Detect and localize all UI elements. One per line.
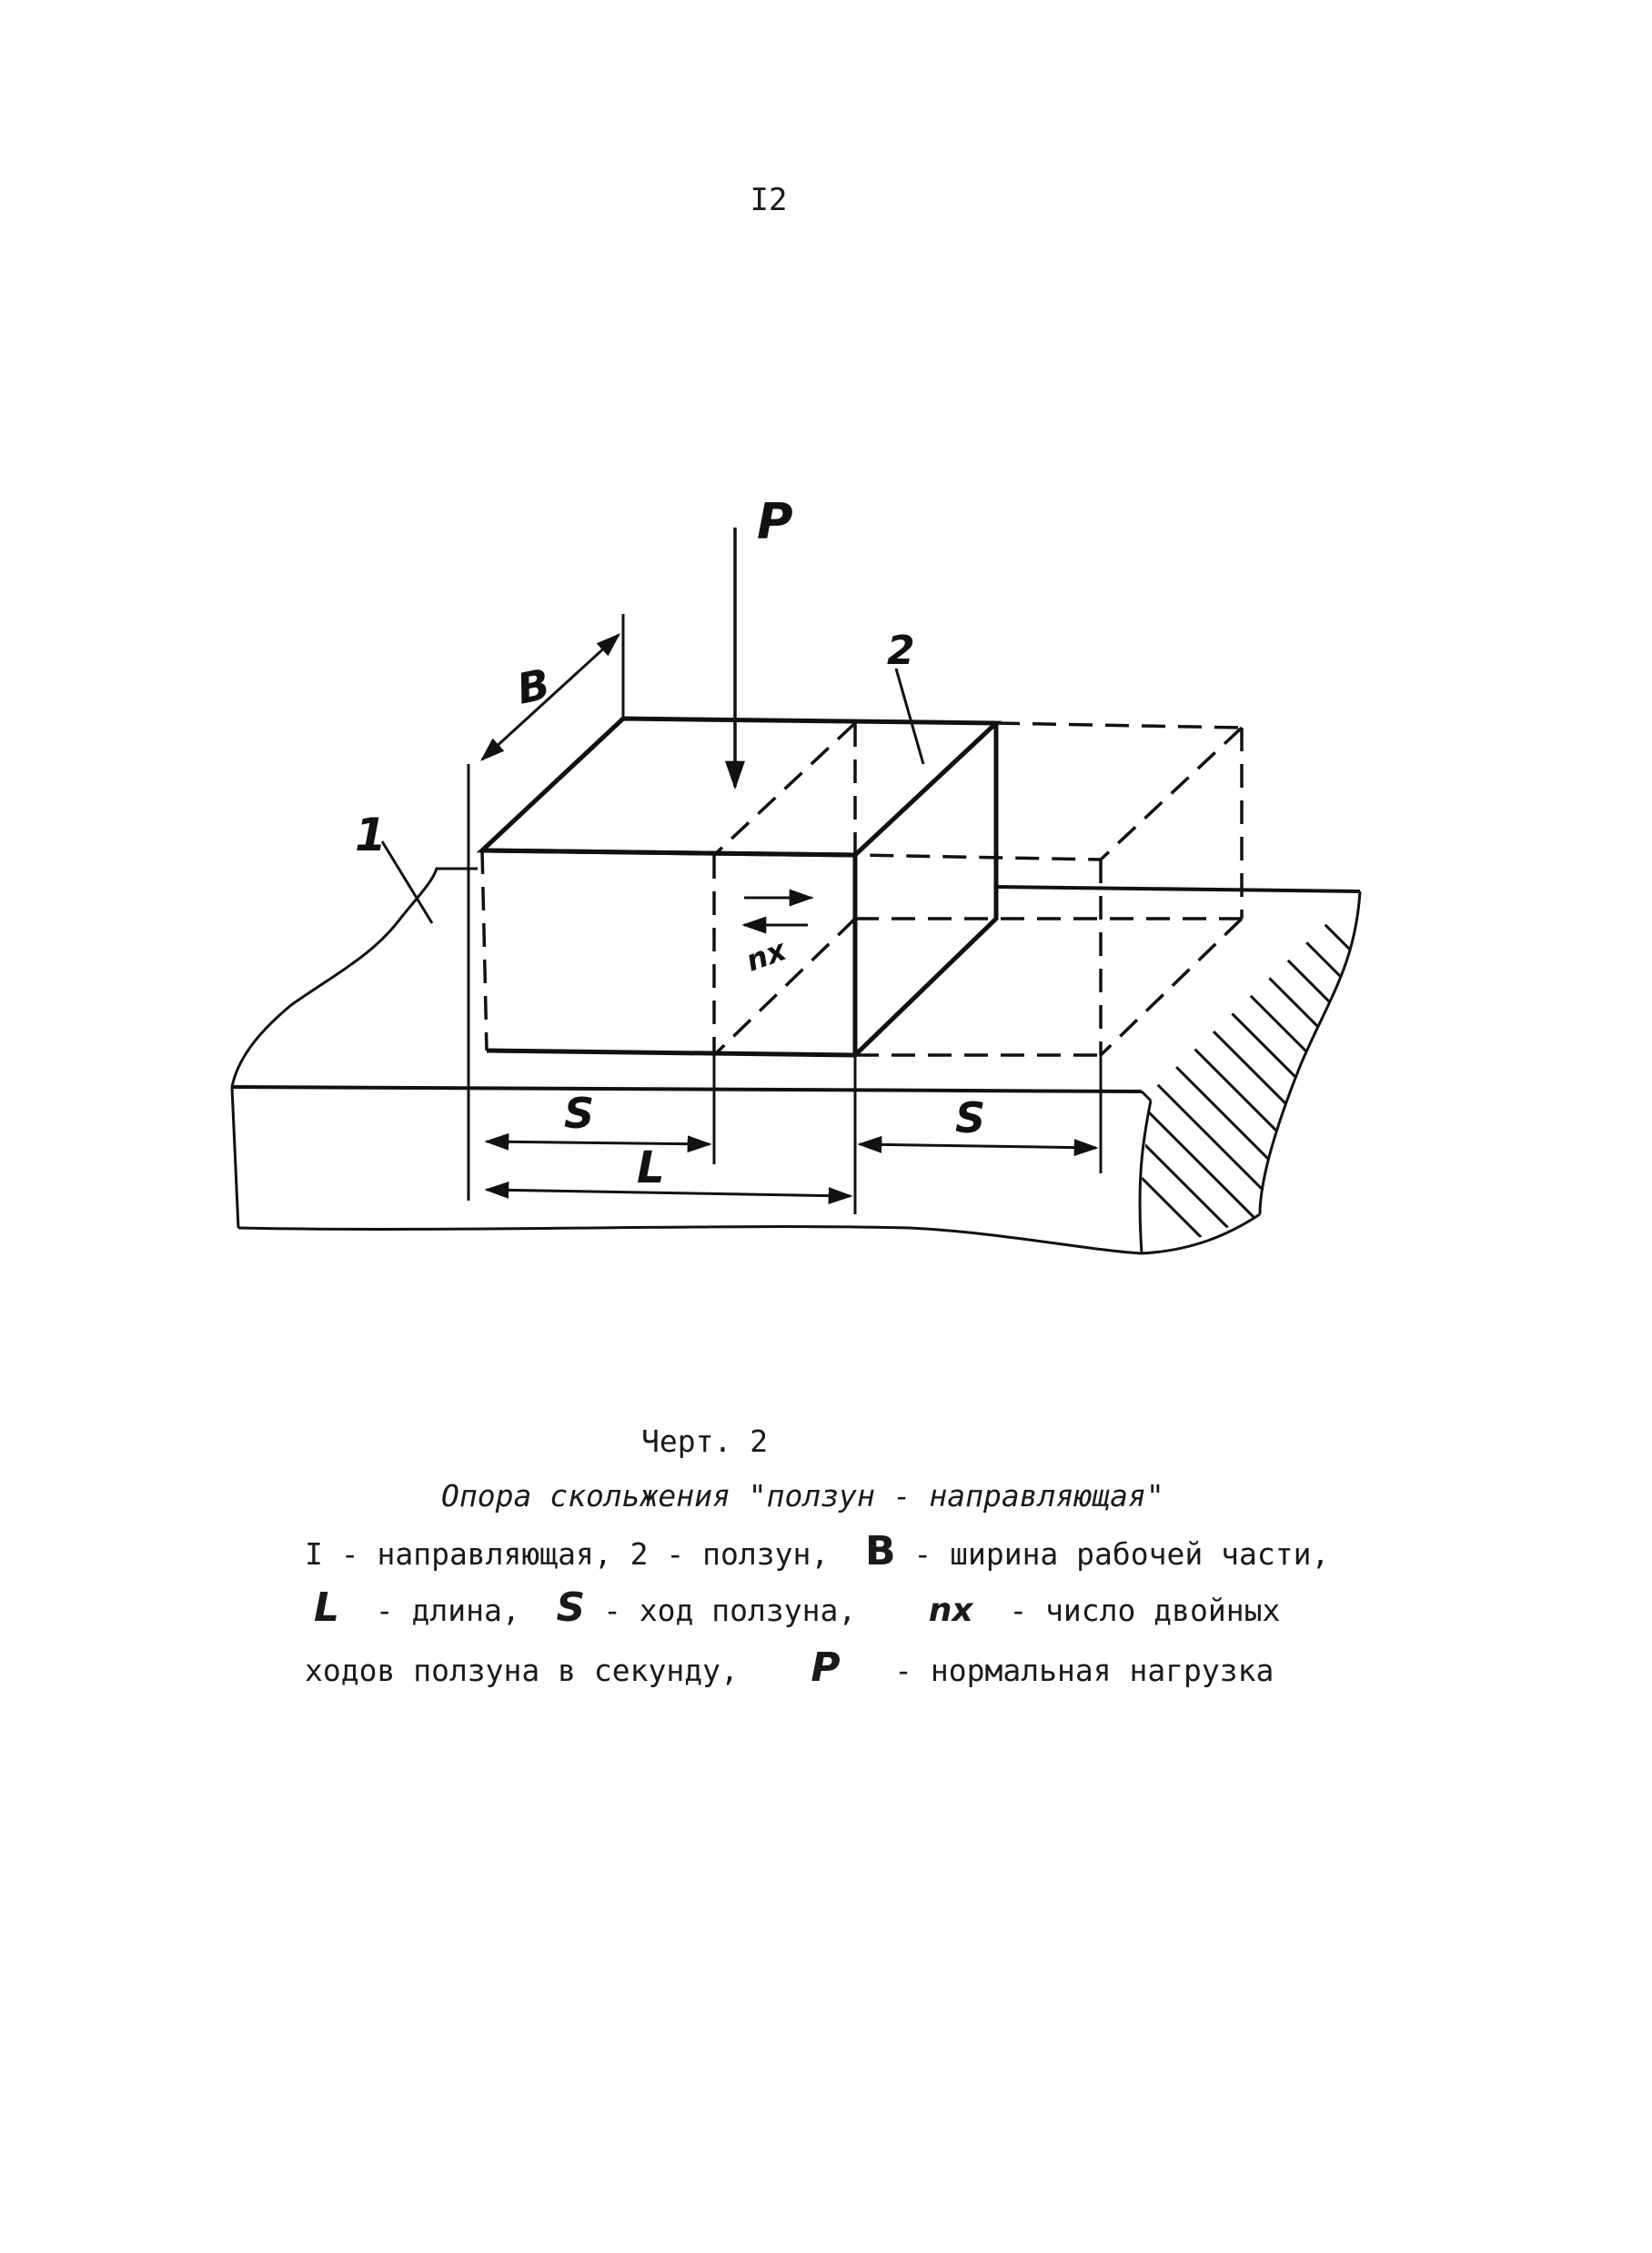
guide-bottom-broken-edge <box>237 1212 1261 1255</box>
legend-frequency-cont: ходов ползуна в секунду, <box>305 1653 739 1688</box>
symbol-nx: nx <box>928 1592 973 1629</box>
dimension-l <box>484 1181 853 1205</box>
dimension-s-right <box>857 1135 1099 1157</box>
label-frequency-nx: nx <box>741 932 791 979</box>
leader-1 <box>380 840 434 924</box>
guide-left-vertical <box>230 1086 240 1229</box>
label-slider-2: 2 <box>887 628 915 674</box>
figure-number: Черт. 2 <box>641 1423 769 1459</box>
caption-line-1: I - направляющая, 2 - ползун, B - ширина… <box>305 1528 1329 1574</box>
legend-load: - нормальная нагрузка <box>894 1653 1274 1688</box>
legend-length: - длина, <box>375 1593 520 1628</box>
guide-right-broken-edge <box>1258 890 1362 1215</box>
guide-back-top-edge <box>995 885 1361 893</box>
guide-broken-left-edge <box>230 867 478 1088</box>
legend-width: - ширина рабочей части, <box>913 1536 1330 1572</box>
legend-stroke: - ход ползуна, <box>603 1593 857 1628</box>
slider-front-top <box>481 848 856 858</box>
symbol-l: L <box>314 1584 340 1631</box>
guide-front-face-right <box>1138 1100 1153 1254</box>
dimension-lines <box>467 614 1103 1214</box>
caption-line-2: L - длина, S - ход ползуна, nx - число д… <box>314 1584 1280 1631</box>
symbol-p: P <box>811 1644 841 1691</box>
leader-lines <box>380 668 925 924</box>
section-hatching <box>1142 891 1360 1251</box>
slider-top-face <box>476 716 1002 858</box>
symbol-s: S <box>556 1584 586 1631</box>
dimension-s-left <box>484 1132 712 1153</box>
label-length-l: L <box>637 1142 665 1193</box>
symbol-b: B <box>864 1528 896 1574</box>
label-load-p: P <box>757 493 793 550</box>
figure-title: Опора скольжения "ползун - направляющая" <box>441 1478 1164 1514</box>
legend-frequency: - число двойных <box>1009 1593 1281 1628</box>
motion-arrows <box>741 889 814 934</box>
guide-front-right-edge <box>1140 1090 1153 1102</box>
guide-front-top-edge <box>231 1085 1143 1093</box>
label-stroke-right: S <box>955 1093 985 1142</box>
slider-shifted-position-dashed <box>480 721 1244 1057</box>
dimension-b <box>480 633 620 761</box>
leader-2 <box>894 668 925 765</box>
page-number: I2 <box>750 182 788 218</box>
caption-line-3: ходов ползуна в секунду, P - нормальная … <box>305 1644 1274 1691</box>
slider-block <box>476 716 1002 1058</box>
legend-guide: I - направляющая, <box>305 1536 612 1572</box>
slider-guide-drawing: P B 2 1 nx S S L <box>230 493 1362 1255</box>
label-guide-1: 1 <box>355 809 387 861</box>
label-width-b: B <box>513 659 555 714</box>
label-stroke-left: S <box>564 1089 594 1138</box>
legend-slider: 2 - ползун, <box>630 1536 830 1572</box>
slider-front-bottom <box>486 1048 856 1058</box>
slider-right-face <box>853 723 999 1057</box>
